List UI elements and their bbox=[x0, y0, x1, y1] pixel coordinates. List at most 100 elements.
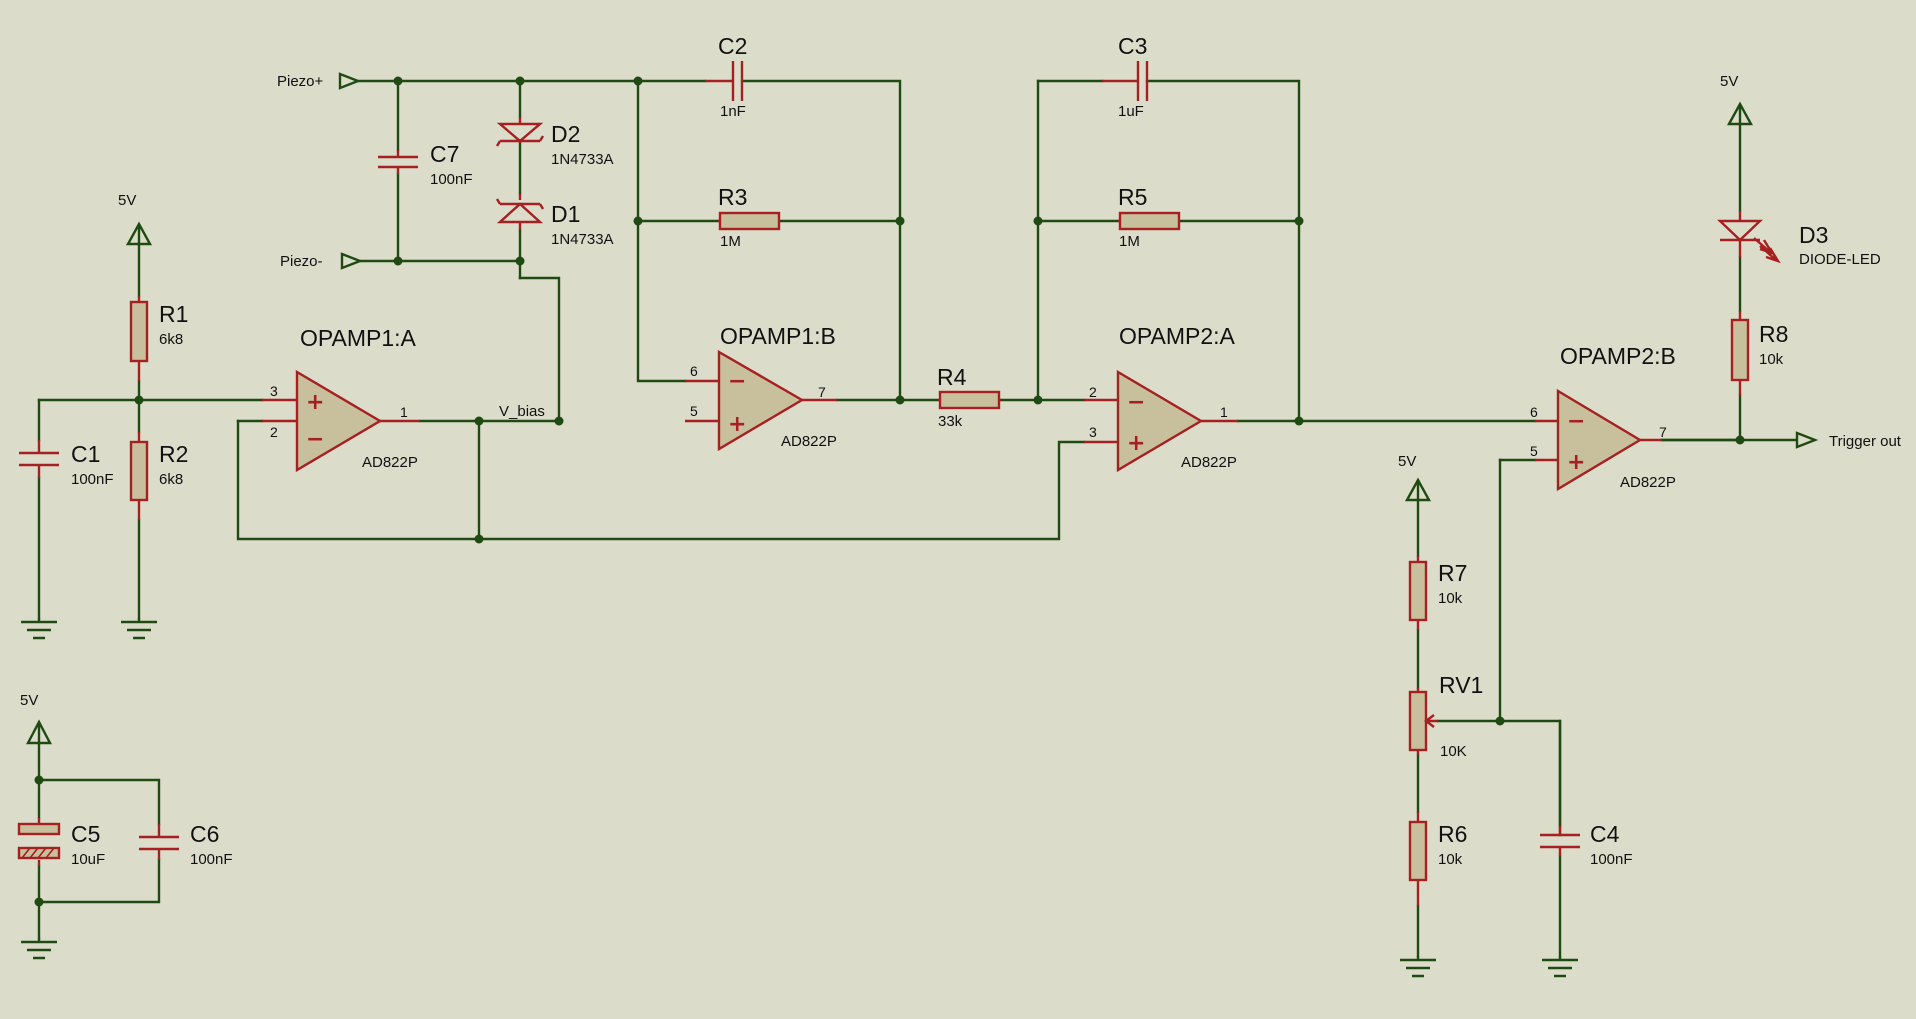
component-value: 100nF bbox=[1590, 851, 1633, 868]
junction-dot bbox=[515, 256, 525, 266]
pin-number: 2 bbox=[1089, 384, 1097, 400]
component-value: 10k bbox=[1438, 590, 1463, 607]
power-arrow-icon bbox=[125, 221, 153, 246]
component-ref: R2 bbox=[159, 441, 188, 467]
component-ref: OPAMP1:A bbox=[300, 325, 417, 351]
port-arrow-icon bbox=[1795, 431, 1819, 449]
component-value: 10K bbox=[1440, 743, 1467, 760]
svg-text:+: + bbox=[306, 390, 324, 415]
component-value: 10uF bbox=[71, 851, 105, 868]
component-ref: C5 bbox=[71, 821, 100, 847]
resistor-r6: R6 10k bbox=[1408, 812, 1467, 906]
svg-text:+: + bbox=[1127, 431, 1145, 456]
opamp-icon bbox=[1116, 369, 1204, 473]
component-ref: D1 bbox=[551, 201, 580, 227]
pin-number: 5 bbox=[1530, 443, 1538, 459]
junction-dot bbox=[554, 416, 564, 426]
component-ref: C4 bbox=[1590, 821, 1620, 847]
svg-text:−: − bbox=[1567, 409, 1585, 434]
resistor-icon bbox=[129, 300, 149, 363]
component-value: 100nF bbox=[430, 171, 473, 188]
opamp-icon bbox=[295, 369, 383, 473]
capacitor-c2: C2 1nF bbox=[705, 33, 747, 120]
net-label-v-bias: V_bias bbox=[499, 403, 545, 420]
component-ref: C2 bbox=[718, 33, 747, 59]
junction-dot bbox=[474, 534, 484, 544]
component-value: 1N4733A bbox=[551, 151, 614, 168]
capacitor-c4: C4 100nF bbox=[1540, 821, 1633, 868]
component-value: 100nF bbox=[71, 471, 114, 488]
svg-text:−: − bbox=[728, 369, 746, 394]
ground-icon bbox=[1542, 956, 1578, 978]
component-ref: R3 bbox=[718, 184, 747, 210]
component-value: DIODE-LED bbox=[1799, 251, 1881, 268]
power-5v-r7: 5V bbox=[1398, 453, 1432, 502]
svg-text:−: − bbox=[306, 427, 324, 452]
opamp-icon bbox=[717, 349, 805, 452]
port-piezo-neg: Piezo- bbox=[280, 252, 364, 270]
ground-icon bbox=[121, 618, 157, 640]
capacitor-icon bbox=[1540, 833, 1580, 849]
wires bbox=[37, 79, 1797, 958]
component-value: 6k8 bbox=[159, 471, 183, 488]
pin-number: 1 bbox=[1220, 404, 1228, 420]
resistor-r1: R1 6k8 bbox=[129, 296, 188, 381]
opamp1a: + − 3 2 1 OPAMP1:A AD822P bbox=[262, 325, 420, 473]
junction-dot bbox=[633, 76, 643, 86]
capacitor-c5: C5 10uF bbox=[17, 818, 105, 868]
resistor-icon bbox=[1730, 318, 1750, 382]
svg-text:−: − bbox=[1127, 390, 1145, 415]
pin-number: 2 bbox=[270, 424, 278, 440]
junction-dot bbox=[515, 76, 525, 86]
capacitor-icon bbox=[19, 451, 59, 467]
junction-dot bbox=[1033, 395, 1043, 405]
diode-d2: D2 1N4733A bbox=[495, 117, 614, 168]
junction-dot bbox=[134, 395, 144, 405]
ground-icon bbox=[21, 938, 57, 960]
junction-dot bbox=[895, 395, 905, 405]
ground-icon bbox=[21, 618, 57, 640]
resistor-r7: R7 10k bbox=[1408, 556, 1467, 630]
power-arrow-icon bbox=[1404, 477, 1432, 502]
port-trigger-out: Trigger out bbox=[1795, 431, 1902, 450]
potentiometer-rv1: RV1 10K bbox=[1408, 672, 1483, 760]
resistor-icon bbox=[129, 440, 149, 502]
component-ref: C7 bbox=[430, 141, 459, 167]
component-ref: R7 bbox=[1438, 560, 1467, 586]
capacitor-c1: C1 100nF bbox=[19, 440, 114, 488]
component-ref: R1 bbox=[159, 301, 188, 327]
junction-dot bbox=[1033, 216, 1043, 226]
diode-d1: D1 1N4733A bbox=[495, 194, 614, 248]
junction-dot bbox=[474, 416, 484, 426]
component-value: 33k bbox=[938, 413, 963, 430]
led-d3: D3 DIODE-LED bbox=[1716, 211, 1881, 268]
capacitor-c3: C3 1uF bbox=[1102, 33, 1149, 120]
component-value: 1M bbox=[1119, 233, 1140, 250]
component-ref: R6 bbox=[1438, 821, 1467, 847]
junction-dot bbox=[1735, 435, 1745, 445]
component-ref: D2 bbox=[551, 121, 580, 147]
power-5v-r1: 5V bbox=[118, 192, 153, 246]
power-label: 5V bbox=[1720, 73, 1738, 90]
component-value: 1nF bbox=[720, 103, 746, 120]
resistor-r4: R4 33k bbox=[937, 364, 1001, 430]
component-value: 1N4733A bbox=[551, 231, 614, 248]
power-arrow-icon bbox=[1726, 101, 1754, 126]
resistor-r2: R2 6k8 bbox=[129, 432, 188, 520]
component-ref: R4 bbox=[937, 364, 967, 390]
junction-dot bbox=[34, 897, 44, 907]
resistor-r8: R8 10k bbox=[1730, 311, 1788, 395]
component-value: 10k bbox=[1438, 851, 1463, 868]
component-value: AD822P bbox=[362, 454, 418, 471]
port-label: Piezo+ bbox=[277, 73, 324, 90]
port-arrow-icon bbox=[338, 72, 362, 90]
ground-symbols bbox=[21, 618, 1578, 978]
power-5v-c5: 5V bbox=[20, 692, 52, 745]
junctions bbox=[34, 76, 1745, 907]
resistor-icon bbox=[1408, 820, 1428, 882]
port-label: Trigger out bbox=[1829, 433, 1902, 450]
component-ref: OPAMP2:B bbox=[1560, 343, 1676, 369]
component-ref: D3 bbox=[1799, 222, 1828, 248]
component-value: AD822P bbox=[1620, 474, 1676, 491]
